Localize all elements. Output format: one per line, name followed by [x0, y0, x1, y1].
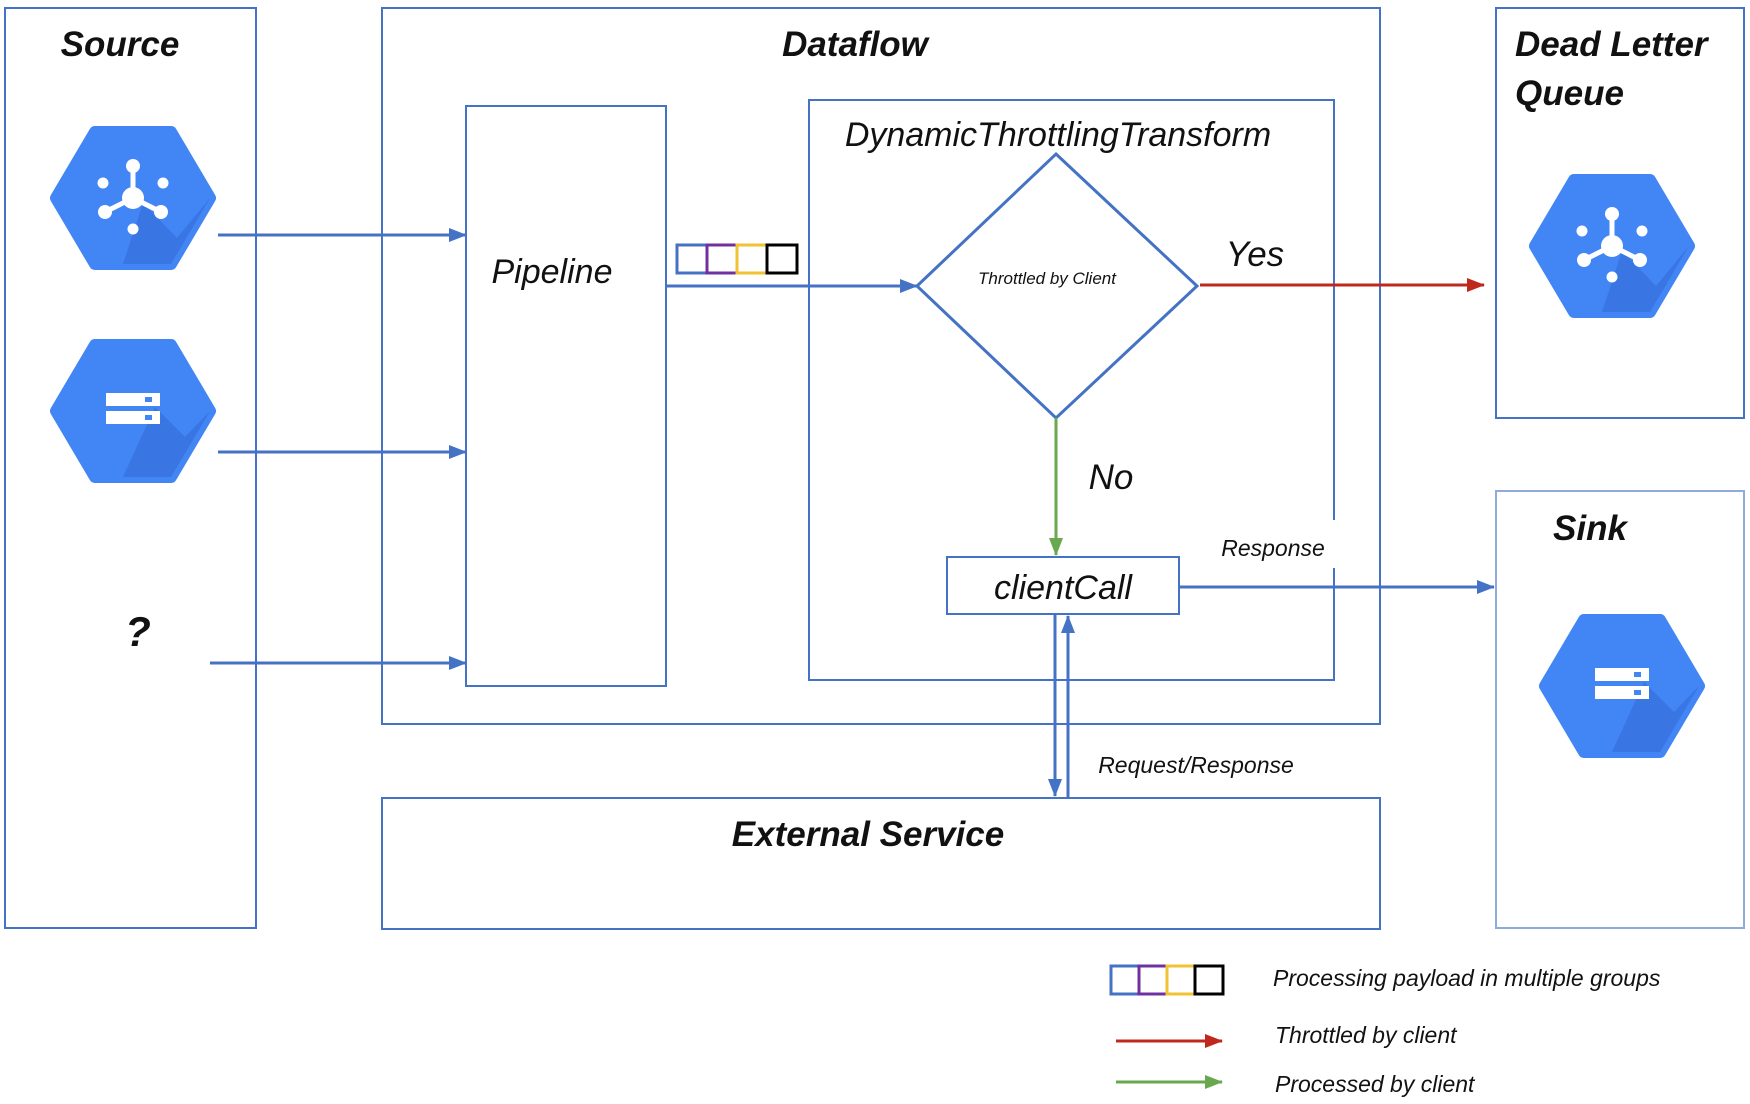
- legend-groups-icon: [1109, 964, 1225, 996]
- legend: Processing payload in multiple groups Th…: [1109, 964, 1661, 1097]
- sink-panel: [1495, 490, 1745, 929]
- sink-title: Sink: [1553, 509, 1628, 548]
- unknown-source-mark: ?: [125, 608, 151, 655]
- request-response-label: Request/Response: [1098, 752, 1294, 778]
- dlq-title-line2: Queue: [1515, 74, 1624, 113]
- pubsub-icon: [1529, 174, 1695, 318]
- transform-box: [808, 99, 1335, 681]
- dlq-panel: [1495, 7, 1745, 419]
- storage-icon: [50, 339, 216, 483]
- client-call-label: clientCall: [994, 569, 1133, 607]
- legend-groups-label: Processing payload in multiple groups: [1273, 965, 1661, 991]
- client-call-box: [946, 556, 1180, 615]
- dataflow-title: Dataflow: [782, 25, 931, 64]
- legend-throttled-label: Throttled by client: [1275, 1022, 1458, 1048]
- yes-label: Yes: [1226, 235, 1284, 274]
- decision-label: Throttled by Client: [978, 269, 1117, 288]
- legend-processed-label: Processed by client: [1275, 1071, 1476, 1097]
- source-title: Source: [61, 25, 180, 64]
- external-service-title: External Service: [732, 815, 1004, 854]
- source-panel: [4, 7, 257, 929]
- pipeline-label: Pipeline: [492, 253, 613, 291]
- transform-label: DynamicThrottlingTransform: [845, 116, 1271, 154]
- pipeline-box: [465, 105, 667, 687]
- pubsub-icon: [50, 126, 216, 270]
- payload-groups-icon: [675, 243, 799, 275]
- response-label: Response: [1221, 535, 1325, 561]
- storage-icon: [1539, 614, 1705, 758]
- dataflow-panel: [381, 7, 1381, 725]
- external-service-box: [381, 797, 1381, 930]
- no-label: No: [1089, 458, 1134, 497]
- dlq-title-line1: Dead Letter: [1515, 25, 1710, 64]
